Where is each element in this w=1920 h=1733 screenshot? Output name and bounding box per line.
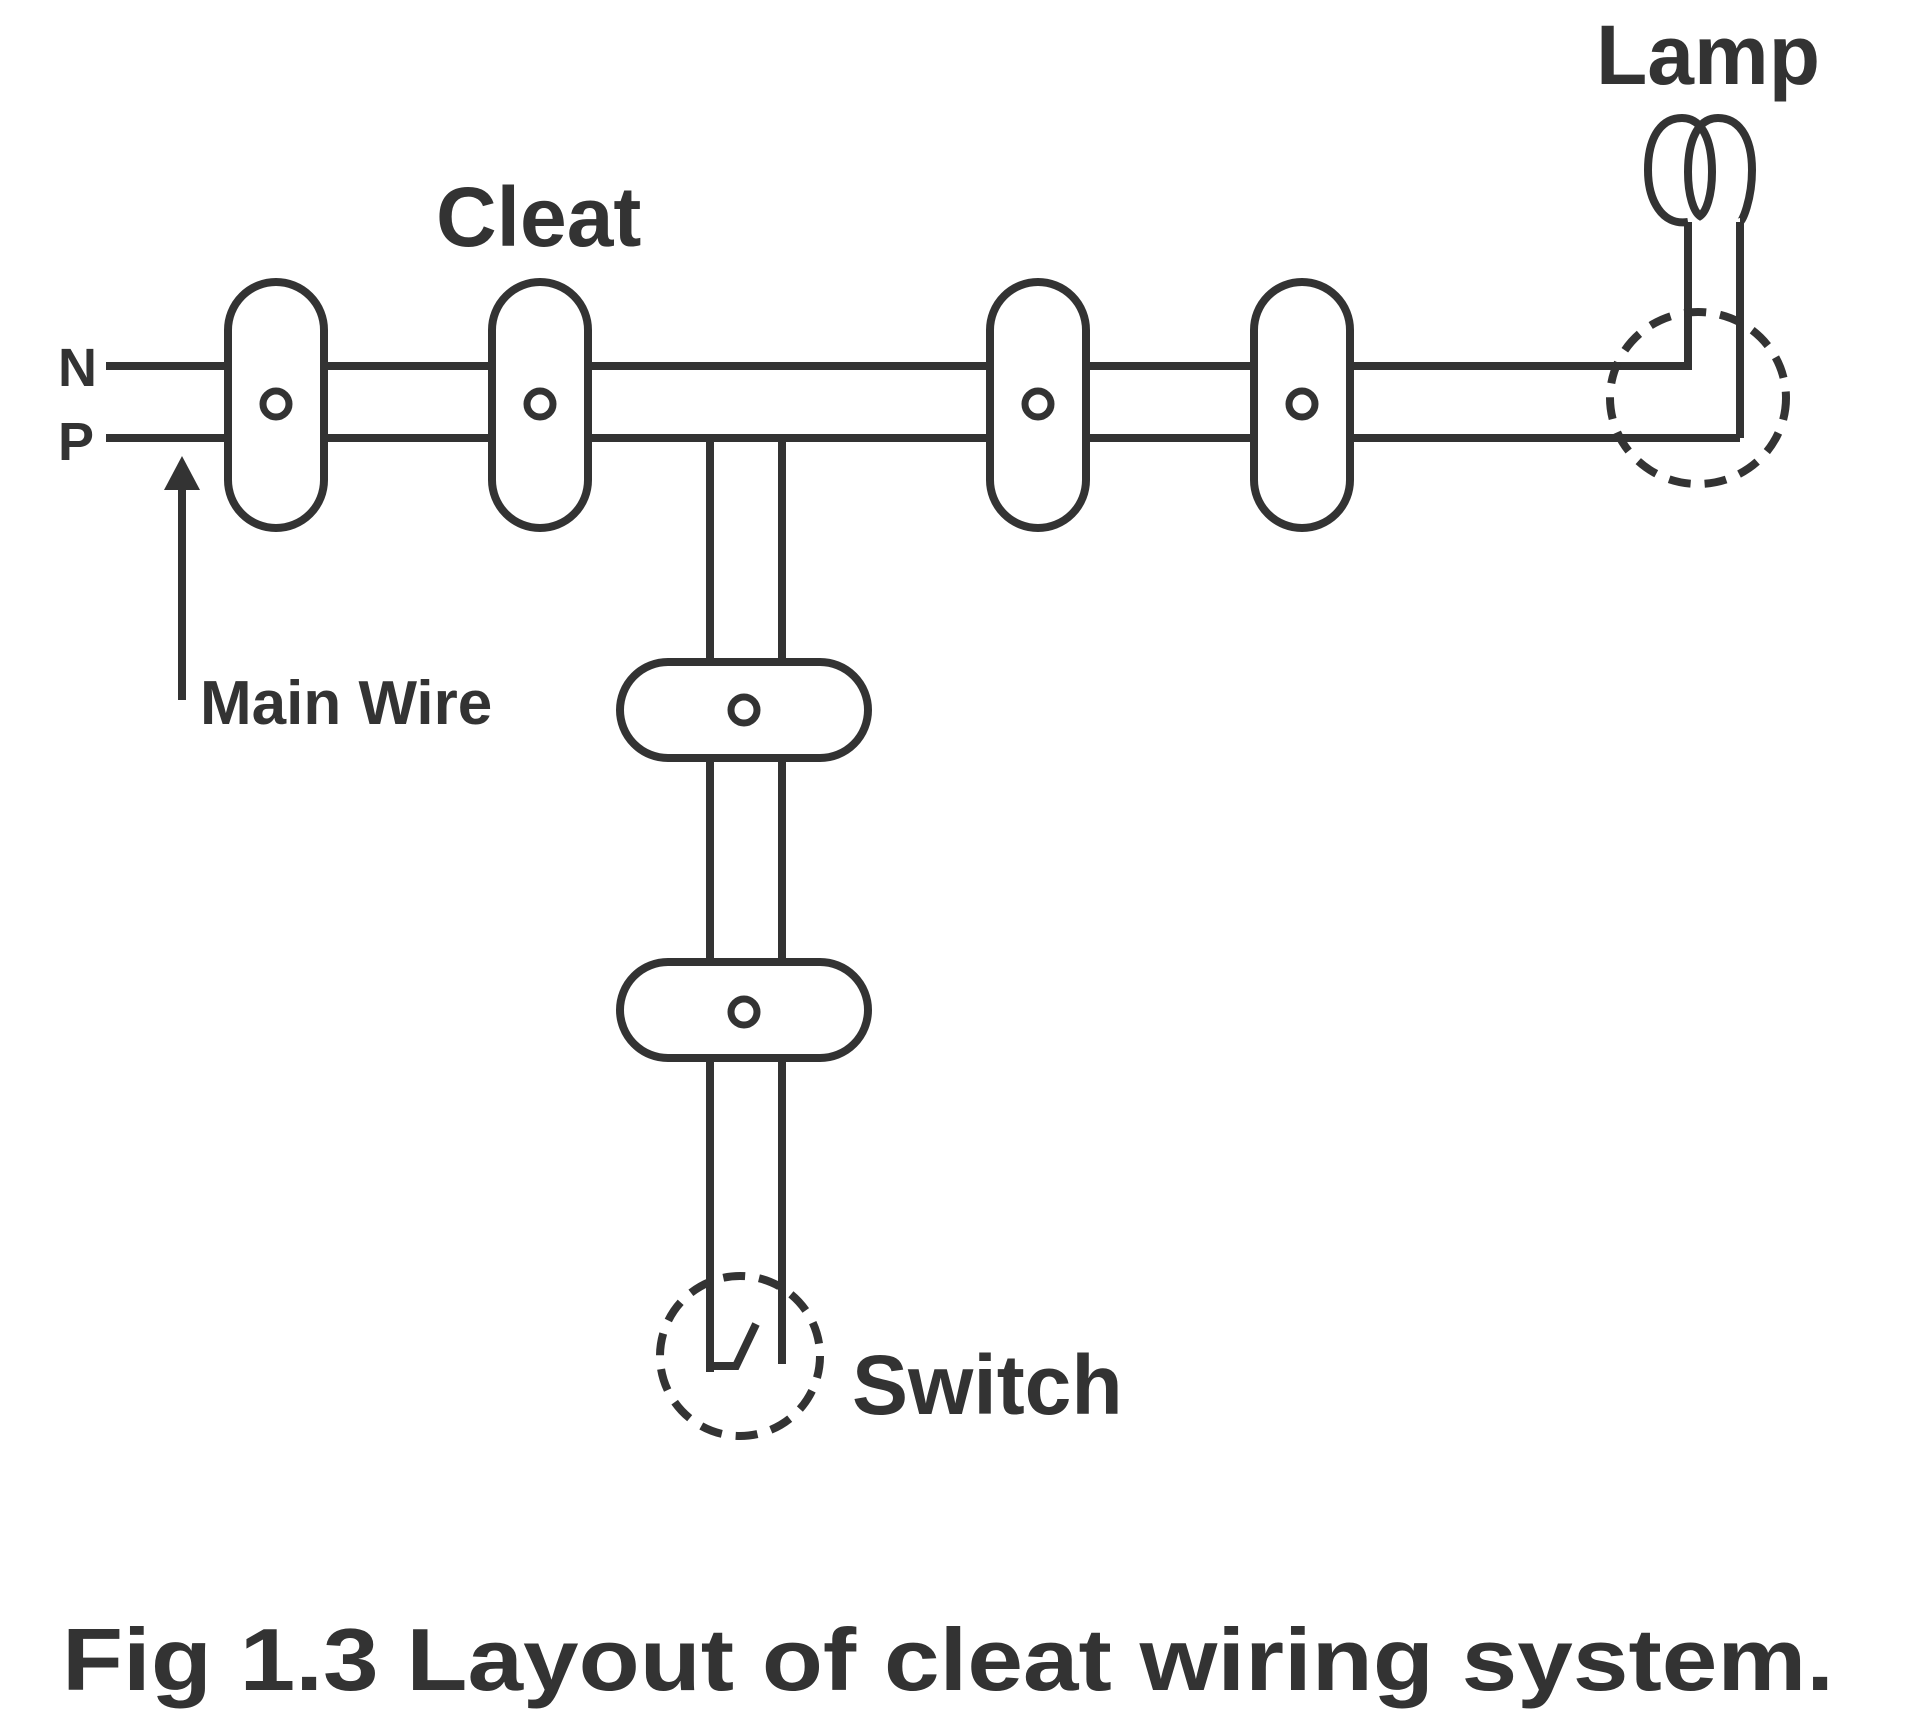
switch-icon [706,1290,786,1370]
neutral-wire [106,222,1692,370]
screw-icon [259,387,293,421]
main-wires [106,222,1744,442]
cleat-5 [616,658,872,762]
cleat-3 [986,278,1090,532]
label-cleat: Cleat [436,170,641,264]
cleat-4 [1250,278,1354,532]
cleat-2 [488,278,592,532]
main-wire-arrow [164,456,200,700]
screw-icon [1021,387,1055,421]
screw-icon [523,387,557,421]
figure-caption: Fig 1.3 Layout of cleat wiring system. [62,1610,1834,1709]
screw-icon [727,995,761,1029]
screw-icon [1285,387,1319,421]
cleat-6 [616,958,872,1062]
lamp-icon [1643,113,1757,227]
switch-branch-wires [706,438,786,1372]
screw-icon [727,693,761,727]
lamp-junction-circle [1606,308,1790,488]
label-lamp: Lamp [1596,8,1820,102]
label-switch: Switch [852,1338,1123,1432]
label-main-wire: Main Wire [200,669,492,738]
switch-dashed-circle [656,1272,824,1440]
label-neutral: N [58,338,97,398]
cleat-1 [224,278,328,532]
arrow-up-icon [164,456,200,490]
label-phase: P [58,412,94,472]
